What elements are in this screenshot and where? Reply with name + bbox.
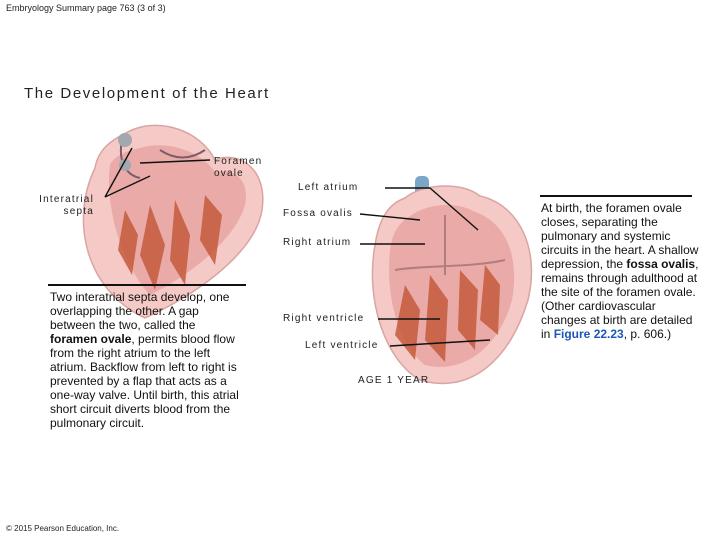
fetal-heart-image <box>82 124 264 319</box>
fetal-description: Two interatrial septa develop, one overl… <box>50 290 246 430</box>
label-interatrial-septa: Interatrial septa <box>39 194 94 217</box>
copyright-notice: © 2015 Pearson Education, Inc. <box>6 524 120 533</box>
leader-lines <box>104 147 491 347</box>
label-right-atrium: Right atrium <box>283 237 352 248</box>
fetal-term-foramen-ovale: foramen ovale <box>50 332 132 346</box>
birth-text-middle: , remains through adulthood at the site … <box>541 257 699 341</box>
page-header: Embryology Summary page 763 (3 of 3) <box>6 3 166 13</box>
page-title: The Development of the Heart <box>24 85 270 102</box>
birth-description: At birth, the foramen ovale closes, sepa… <box>541 201 701 341</box>
infant-heart-image <box>371 176 533 385</box>
figure-link[interactable]: Figure 22.23 <box>553 327 624 341</box>
fetal-text-after: , permits blood flow from the right atri… <box>50 332 239 430</box>
label-right-ventricle: Right ventricle <box>283 313 365 324</box>
fetal-text-before: Two interatrial septa develop, one overl… <box>50 290 230 332</box>
text-rules <box>48 195 692 286</box>
birth-text-before: At birth, the foramen ovale closes, sepa… <box>541 201 699 271</box>
birth-text-after: , p. 606.) <box>623 327 672 341</box>
birth-term-fossa-ovalis: fossa ovalis <box>626 257 696 271</box>
label-foramen-ovale: Foramen ovale <box>214 156 263 179</box>
label-left-ventricle: Left ventricle <box>305 340 379 351</box>
label-age: AGE 1 YEAR <box>358 375 430 386</box>
label-left-atrium: Left atrium <box>298 182 359 193</box>
label-fossa-ovalis: Fossa ovalis <box>283 208 353 219</box>
